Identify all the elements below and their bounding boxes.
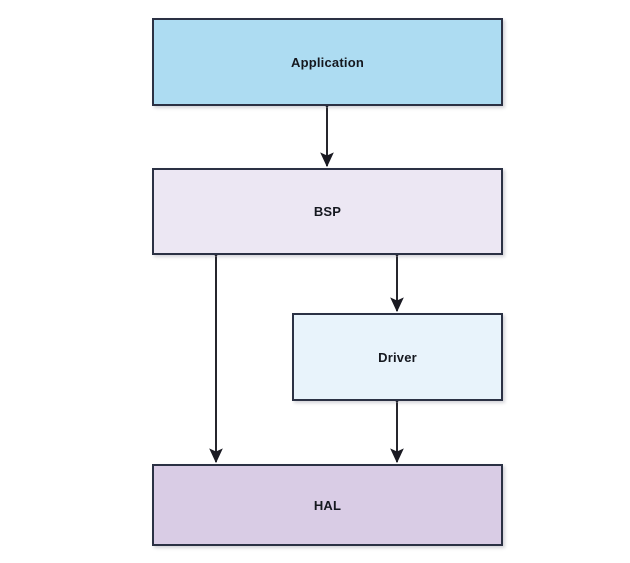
node-application[interactable]: Application (152, 18, 503, 106)
node-hal-label: HAL (313, 497, 342, 513)
node-driver[interactable]: Driver (292, 313, 503, 401)
node-driver-label: Driver (378, 349, 417, 365)
node-hal[interactable]: HAL (152, 464, 503, 546)
node-bsp-label: BSP (313, 204, 342, 219)
node-application-label: Application (291, 54, 364, 70)
node-bsp[interactable]: BSP (152, 168, 503, 255)
